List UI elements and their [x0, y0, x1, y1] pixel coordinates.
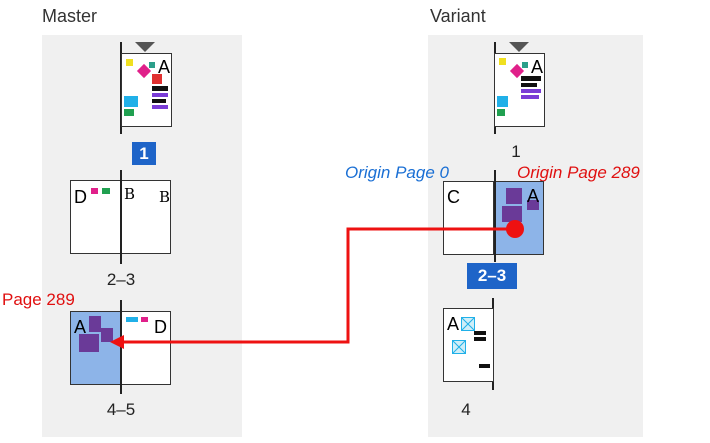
variant-page-1-thumbnail[interactable]: A — [494, 53, 545, 127]
thumbnail-graphic — [152, 99, 166, 103]
thumbnail-graphic — [499, 58, 506, 65]
thumbnail-graphic — [522, 62, 528, 68]
thumbnail-graphic — [521, 83, 537, 87]
page-letter: A — [74, 317, 87, 337]
master-page-label: Page 289 — [2, 290, 75, 309]
thumbnail-graphic — [126, 59, 133, 66]
master-page-4-thumbnail[interactable]: A — [70, 311, 121, 385]
thumbnail-graphic — [479, 364, 490, 368]
page-letter: A — [447, 314, 460, 334]
image-placeholder-icon — [461, 317, 475, 331]
variant-page-3-thumbnail[interactable]: A — [493, 181, 544, 255]
variant-page-number[interactable]: 4 — [461, 400, 471, 419]
master-page-number-selected[interactable]: 1 — [132, 142, 156, 165]
thumbnail-graphic — [152, 86, 168, 91]
thumbnail-graphic — [521, 95, 539, 99]
origin-point-marker — [506, 220, 524, 238]
page-letter: D — [154, 317, 167, 337]
thumbnail-graphic — [521, 76, 541, 81]
thumbnail-graphic — [502, 206, 522, 222]
thumbnail-graphic — [124, 109, 134, 116]
thumbnail-graphic — [152, 74, 162, 84]
page-letter: A — [158, 57, 171, 77]
page-letter: D — [74, 187, 87, 207]
thumbnail-graphic — [152, 105, 168, 109]
origin-page-label-right: Origin Page 289 — [517, 163, 640, 182]
thumbnail-graphic — [102, 188, 110, 194]
page-letter: C — [447, 187, 460, 207]
thumbnail-graphic — [149, 62, 155, 68]
origin-link-line — [124, 227, 515, 344]
variant-spine-2 — [494, 170, 496, 262]
variant-heading: Variant — [430, 6, 486, 26]
page-letter: B — [159, 188, 171, 206]
thumbnail-graphic — [126, 317, 138, 322]
origin-page-label-left: Origin Page 0 — [345, 163, 449, 182]
thumbnail-graphic — [79, 334, 99, 352]
thumbnail-graphic — [527, 200, 539, 210]
arrowhead-icon — [110, 335, 124, 349]
image-placeholder-icon — [452, 340, 466, 354]
master-page-1-thumbnail[interactable]: A — [121, 53, 172, 127]
thumbnail-graphic — [497, 109, 505, 116]
master-page-5-thumbnail[interactable]: D — [120, 311, 171, 385]
thumbnail-graphic — [497, 96, 508, 107]
thumbnail-graphic — [521, 89, 541, 93]
thumbnail-graphic — [124, 96, 138, 107]
thumbnail-graphic — [474, 331, 486, 335]
thumbnail-graphic — [506, 188, 522, 204]
page-letter: A — [531, 57, 544, 77]
master-page-number[interactable]: 2–3 — [106, 270, 136, 289]
start-marker-icon — [509, 42, 529, 52]
master-heading: Master — [42, 6, 98, 26]
thumbnail-graphic — [152, 93, 168, 97]
thumbnail-graphic — [141, 317, 148, 322]
page-letter: A — [527, 186, 540, 206]
thumbnail-graphic — [91, 188, 98, 194]
variant-page-number[interactable]: 1 — [511, 142, 521, 161]
master-spine-2 — [120, 170, 122, 264]
master-page-number[interactable]: 4–5 — [106, 400, 136, 419]
start-marker-icon — [135, 42, 155, 52]
variant-page-number-selected[interactable]: 2–3 — [467, 263, 517, 289]
page-letter: B — [124, 185, 136, 203]
master-page-3-thumbnail[interactable]: B B — [120, 180, 171, 254]
thumbnail-graphic — [474, 337, 486, 341]
thumbnail-graphic — [89, 316, 101, 332]
variant-page-4-thumbnail[interactable]: A — [443, 308, 494, 382]
thumbnail-graphic — [101, 328, 113, 342]
